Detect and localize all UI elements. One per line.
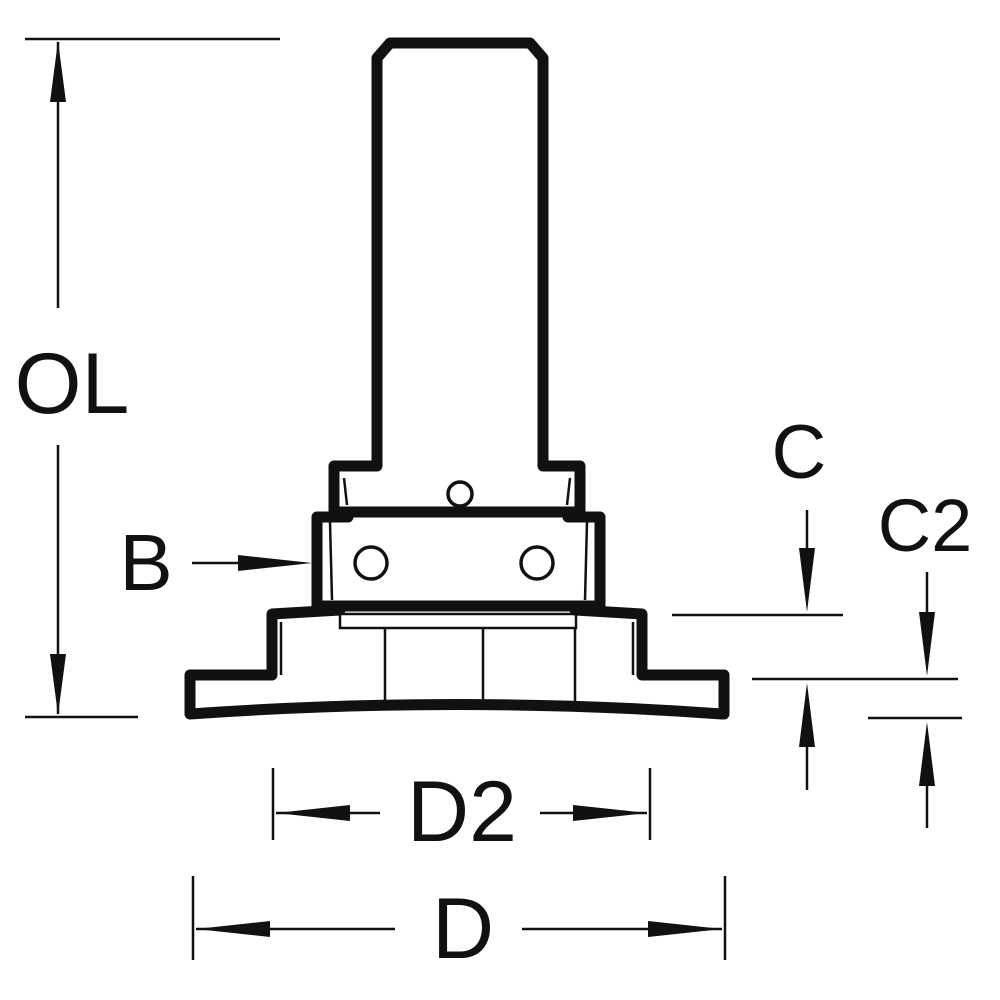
ol-arrowhead-up [50,41,66,102]
c2-dimension: C2 [868,484,972,828]
cutter-disc [184,604,730,720]
c-arrowhead-up [799,683,815,747]
c-dimension: C [672,410,958,790]
ol-arrowhead-down [50,654,66,715]
bearing-hole-left [353,545,389,581]
bearing [311,511,606,612]
router-cutter [184,37,730,720]
d-arrowhead-left [196,921,270,937]
d-dimension: D [191,876,727,977]
top-collar [328,460,586,518]
shank [371,37,549,471]
cutter-body-lines [383,628,577,702]
d2-label: D2 [407,764,517,860]
b-arrowhead [238,555,312,571]
d2-dimension: D2 [271,764,652,860]
c-arrowhead-down [799,548,815,612]
ol-label: OL [15,336,130,432]
bearing-inner-edge [328,521,589,601]
b-label: B [119,518,172,607]
cutter-spacer [338,612,578,630]
ol-dimension: OL [15,37,280,719]
b-dimension: B [119,518,312,607]
bearing-hole-right [519,545,555,581]
top-collar-inner-edge [342,477,572,506]
c2-arrowhead-up [919,722,935,786]
d2-arrowhead-right [573,805,647,821]
d-arrowhead-right [648,921,722,937]
c2-label: C2 [878,484,973,567]
c2-arrowhead-down [919,612,935,676]
c-label: C [772,410,827,495]
cutter-wing-inner-edge [279,622,635,675]
d2-arrowhead-left [276,805,350,821]
d-label: D [432,881,494,977]
collar-screw-hole [446,480,474,508]
